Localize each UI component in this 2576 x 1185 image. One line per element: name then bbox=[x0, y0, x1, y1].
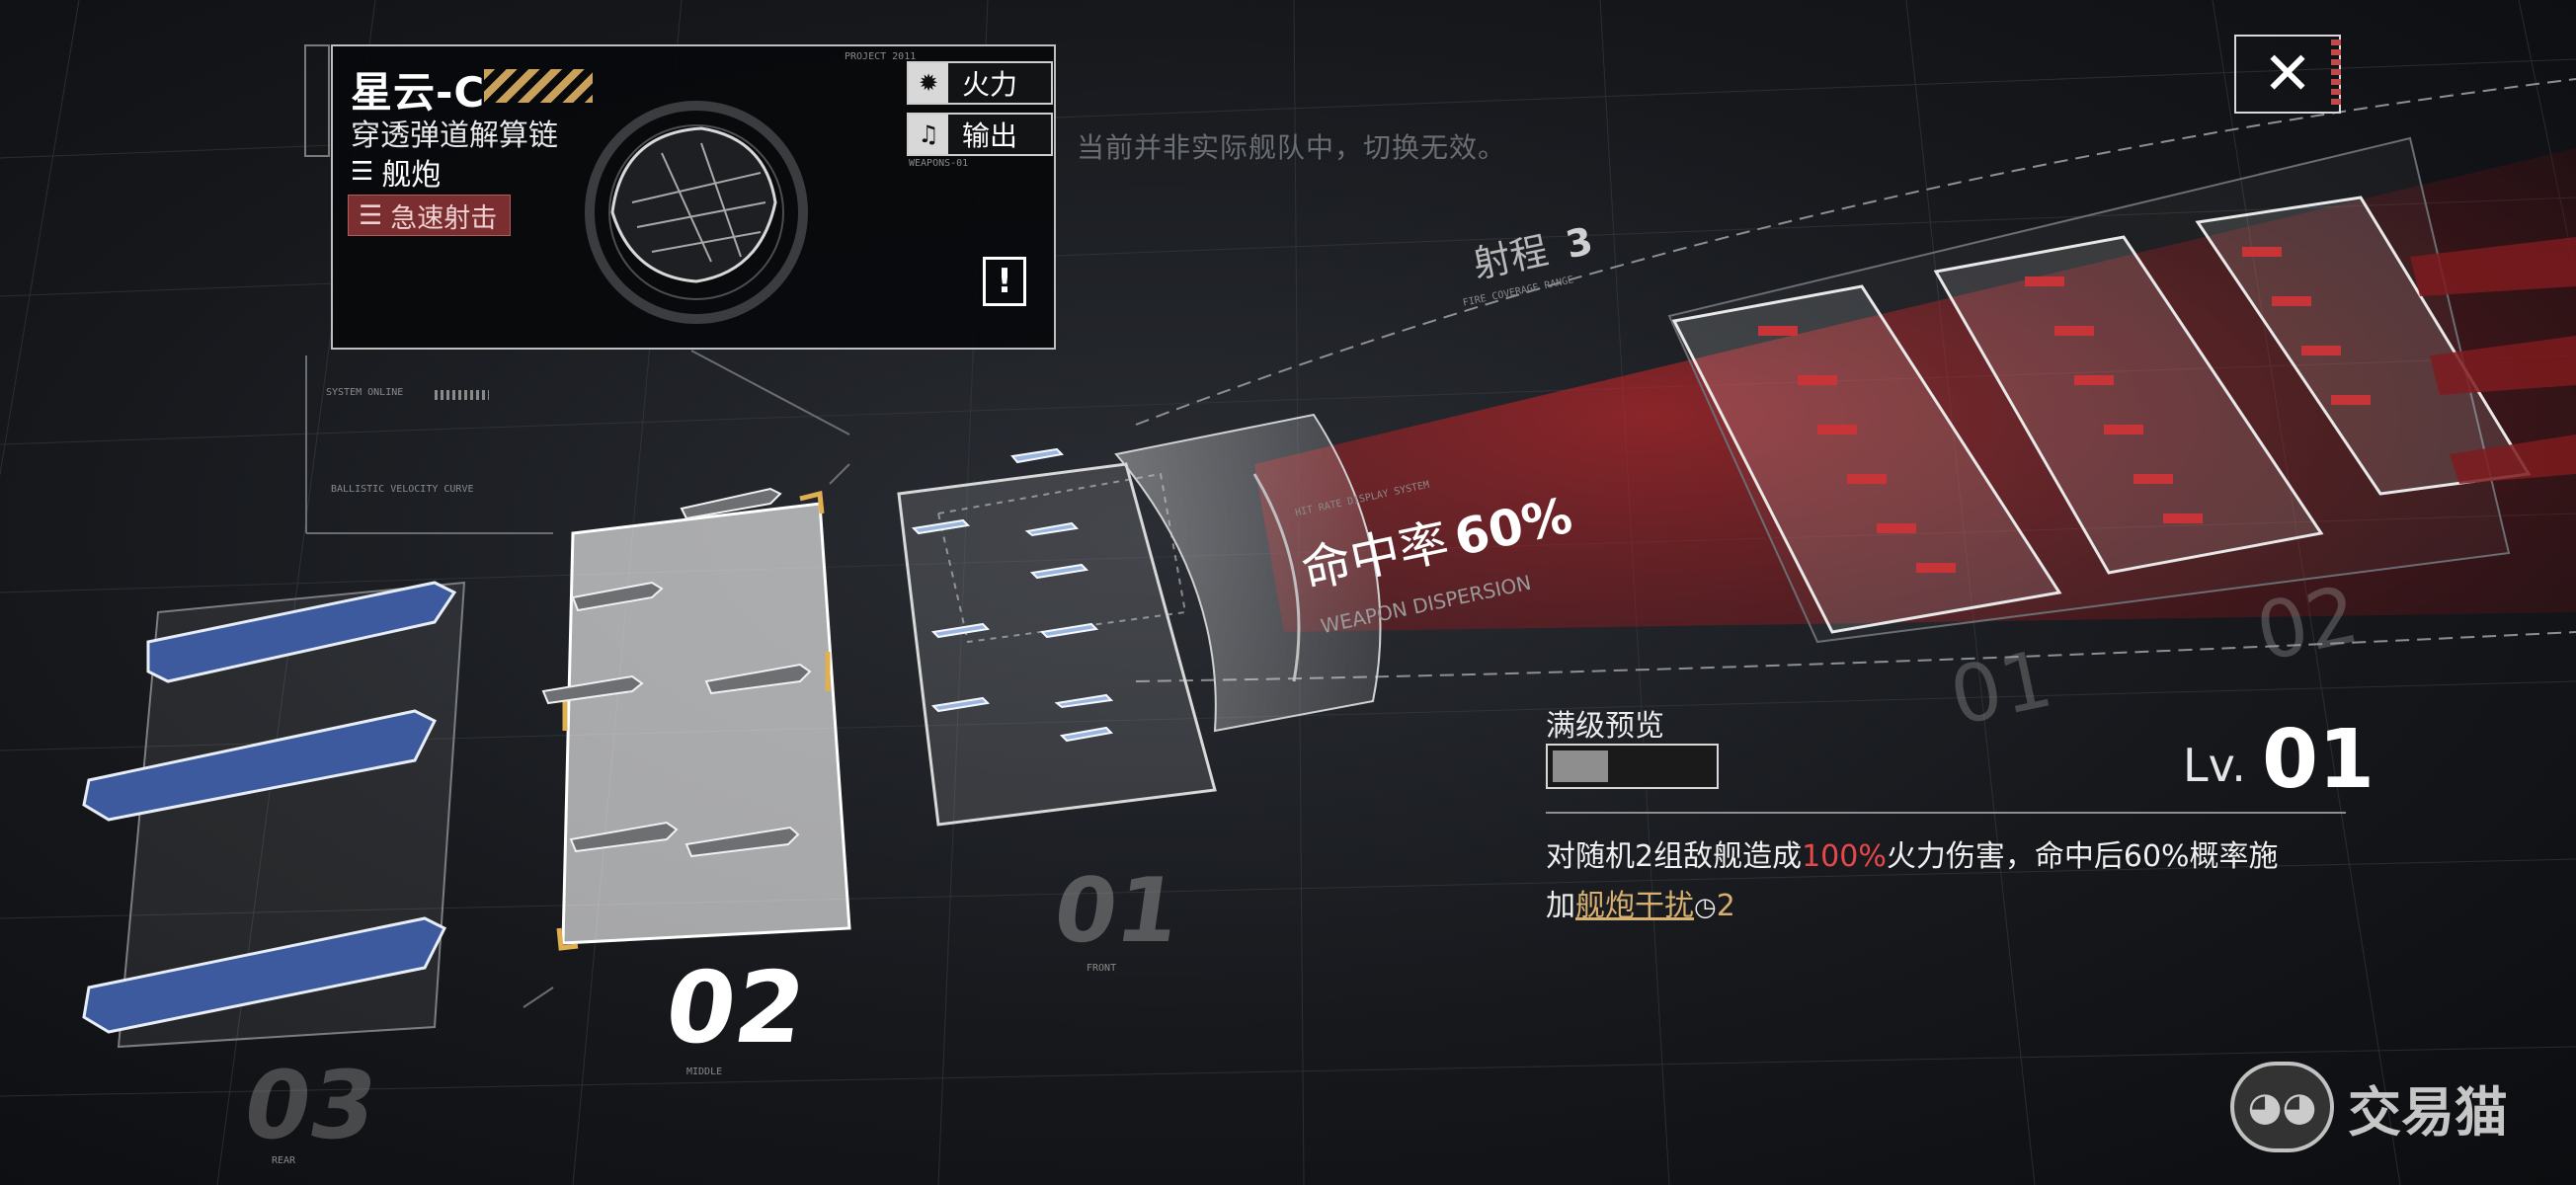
close-stripes bbox=[2331, 40, 2341, 107]
level-value: 01 bbox=[2262, 713, 2375, 807]
level-progress-bar[interactable] bbox=[1546, 744, 1719, 789]
velocity-curve-label: BALLISTIC VELOCITY CURVE bbox=[331, 484, 474, 495]
fire-icon: ✹ bbox=[909, 63, 948, 103]
weapon-type: ☰ 舰炮 bbox=[351, 150, 441, 194]
notice-text: 当前并非实际舰队中，切换无效。 bbox=[1077, 131, 1507, 164]
desc-part-3: 加 bbox=[1546, 889, 1575, 923]
desc-part-1: 对随机2组敌舰造成 bbox=[1546, 839, 1803, 874]
desc-part-2: 火力伤害，命中后60%概率施 bbox=[1886, 839, 2279, 874]
ally-row-01-panel bbox=[897, 462, 1217, 827]
guitar-icon: ♫ bbox=[909, 115, 948, 154]
close-button[interactable]: ✕ bbox=[2234, 35, 2341, 114]
level-progress-fill bbox=[1553, 750, 1609, 782]
skill-tag[interactable]: ☰ 急速射击 bbox=[348, 195, 511, 236]
weapon-name: 星云-C bbox=[351, 68, 486, 117]
clock-icon: ◷ bbox=[1694, 893, 1717, 922]
enemy-formation bbox=[1671, 196, 2532, 634]
ally-ships-rear bbox=[82, 581, 457, 1034]
watermark-text: 交易猫 bbox=[2348, 1080, 2508, 1144]
name-stripes bbox=[484, 69, 593, 103]
weapon-subtitle: 穿透弹道解算链 bbox=[351, 118, 558, 153]
ally-ships-front bbox=[911, 447, 1114, 743]
fire-cone bbox=[1254, 148, 2576, 632]
system-status: SYSTEM ONLINE bbox=[326, 387, 404, 398]
rapid-fire-icon: ☰ bbox=[359, 199, 383, 231]
card-side-tab bbox=[304, 44, 330, 157]
max-level-preview-label: 满级预览 bbox=[1546, 709, 1664, 744]
cat-icon: ◕◕ bbox=[2230, 1062, 2334, 1152]
row-sub-03: REAR bbox=[272, 1155, 296, 1166]
row-label-03: 03 bbox=[235, 1052, 385, 1160]
output-label: 输出 bbox=[962, 119, 1018, 152]
row-sub-02: MIDDLE bbox=[686, 1066, 723, 1077]
ally-row-02-panel bbox=[561, 502, 851, 945]
weapon-model bbox=[585, 101, 808, 324]
firepower-button[interactable]: ✹ 火力 bbox=[907, 61, 1053, 105]
hit-rate-arc bbox=[1114, 413, 1382, 733]
weapons-code: WEAPONS-01 bbox=[909, 158, 969, 169]
ally-ships-middle bbox=[541, 487, 812, 858]
cannon-icon: ☰ bbox=[351, 157, 374, 187]
level-divider bbox=[1546, 812, 2346, 814]
row-label-01: 01 bbox=[1047, 859, 1186, 963]
status-bars bbox=[435, 390, 489, 400]
firepower-label: 火力 bbox=[962, 68, 1018, 101]
watermark: ◕◕ 交易猫 bbox=[2230, 1062, 2508, 1152]
desc-turns: 2 bbox=[1716, 889, 1735, 923]
info-button[interactable]: ! bbox=[983, 257, 1026, 306]
close-icon: ✕ bbox=[2262, 40, 2313, 109]
row-label-02: 02 bbox=[658, 950, 813, 1066]
desc-damage-percent: 100% bbox=[1802, 839, 1887, 874]
status-link[interactable]: 舰炮干扰 bbox=[1575, 889, 1694, 923]
row-sub-01: FRONT bbox=[1087, 963, 1117, 974]
skill-tag-label: 急速射击 bbox=[390, 202, 498, 234]
skill-description: 对随机2组敌舰造成100%火力伤害，命中后60%概率施 加舰炮干扰◷2 bbox=[1546, 832, 2356, 932]
output-button[interactable]: ♫ 输出 bbox=[907, 113, 1053, 156]
weapon-type-label: 舰炮 bbox=[381, 158, 442, 193]
project-code: PROJECT 2011 bbox=[845, 51, 917, 62]
level-label: Lv. bbox=[2183, 739, 2246, 792]
enemy-ships bbox=[1758, 247, 2371, 573]
